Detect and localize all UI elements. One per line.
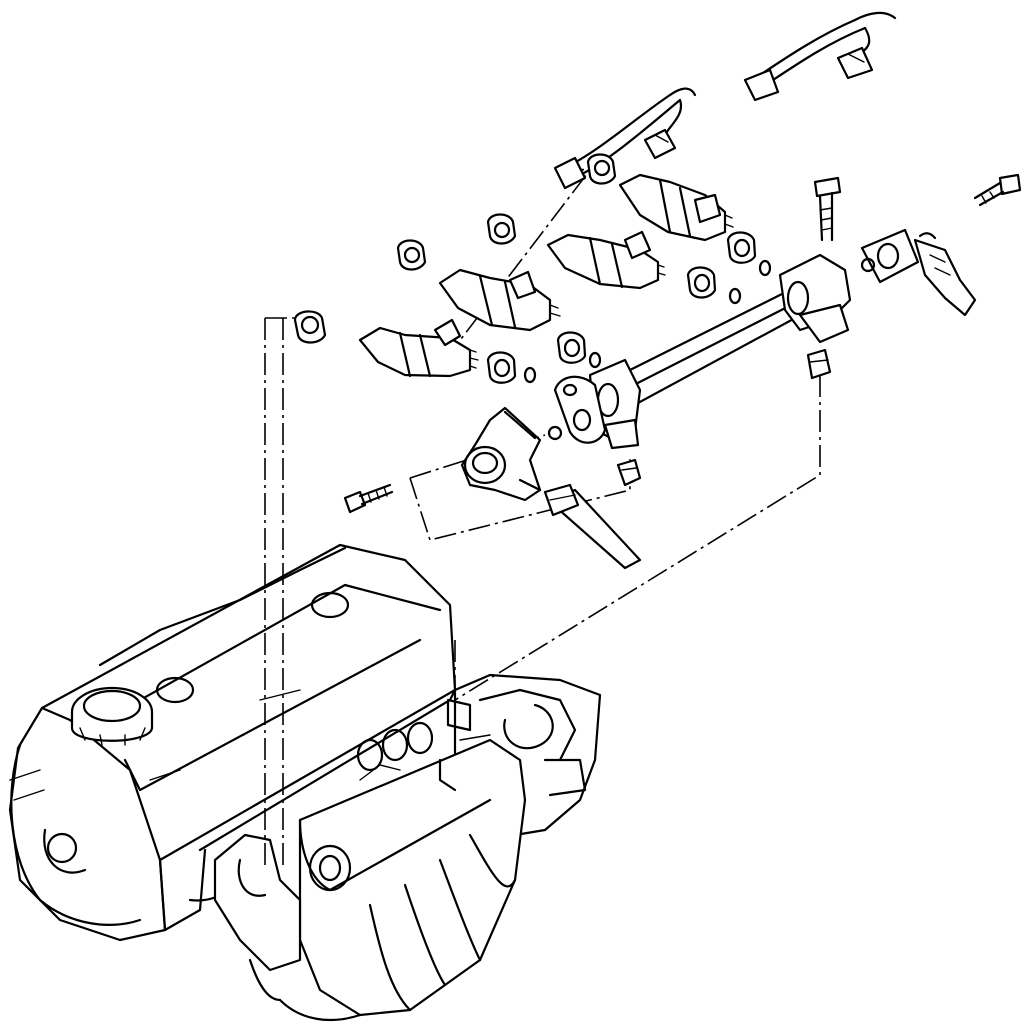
fuel-injector-1 [358, 318, 479, 378]
rail-nut-lower [616, 458, 642, 487]
intake-manifold [213, 721, 527, 1022]
fuel-injector-2 [438, 268, 561, 332]
sensor-bolt [973, 173, 1022, 207]
fuel-rail [588, 253, 852, 450]
regulator-bolt [343, 483, 394, 514]
injector-harness-right [743, 11, 897, 102]
injector-seals [293, 153, 772, 384]
fuel-injector-4 [618, 173, 734, 242]
fuel-injector-3 [546, 230, 666, 290]
injector-harness-left [553, 87, 697, 190]
rail-nut-right [806, 348, 832, 380]
engine-block [8, 543, 602, 942]
oxygen-sensor [860, 228, 977, 317]
fuel-pressure-regulator [460, 406, 542, 502]
rail-mounting-bolt [813, 176, 842, 242]
injector-mount-plate [547, 375, 607, 444]
vacuum-hose [543, 483, 642, 570]
oil-filler-cap [70, 686, 154, 746]
